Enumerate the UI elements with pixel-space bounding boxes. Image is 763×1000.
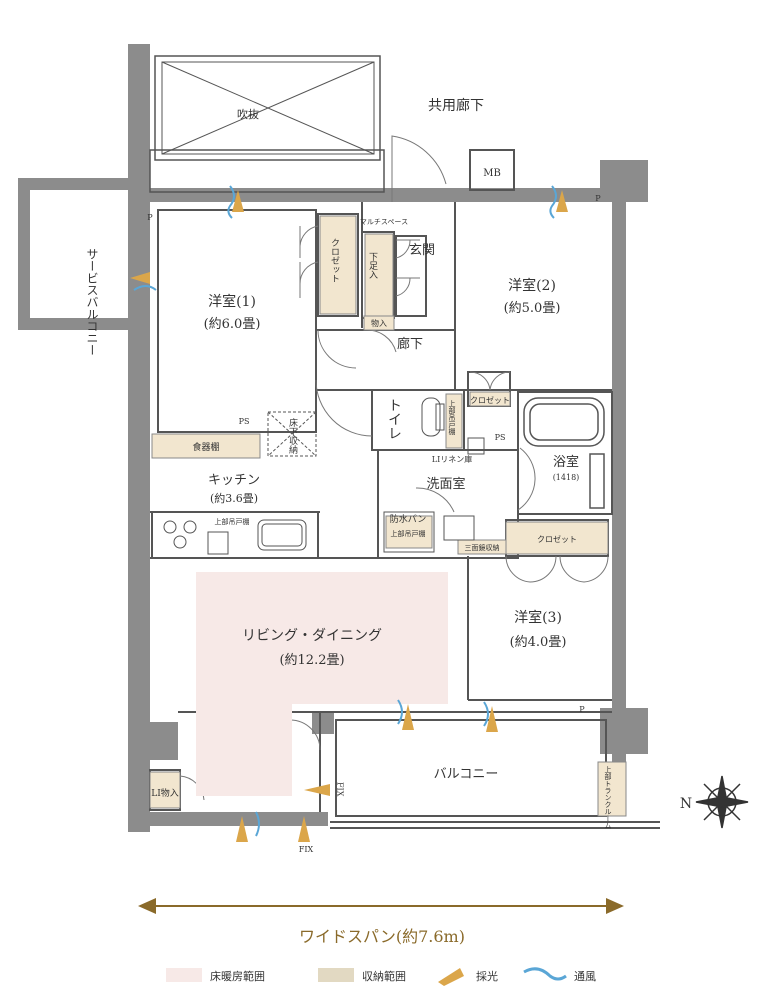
western2-size: (約5.0畳) xyxy=(504,301,561,316)
service-balcony-label: サービスバルコニー xyxy=(85,248,99,356)
western1-size: (約6.0畳) xyxy=(204,317,261,332)
shared-corridor-label: 共用廊下 xyxy=(428,97,484,114)
dish-shelf-label: 食器棚 xyxy=(192,441,219,453)
wind-arrows xyxy=(133,185,557,837)
washbasin xyxy=(383,511,475,553)
living-size: (約12.2畳) xyxy=(279,653,344,668)
kitchen-name: キッチン xyxy=(208,473,260,488)
void-label: 吹抜 xyxy=(237,107,259,121)
fix1-label: FIX xyxy=(336,782,345,797)
upper-cabinet-toilet-label: 上部吊戸棚 xyxy=(448,399,456,436)
toilet-label: トイレ xyxy=(386,398,402,440)
kitchen-size: (約3.6畳) xyxy=(210,491,258,505)
storage-small-label: 物入 xyxy=(371,318,387,328)
western2-name: 洋室(2) xyxy=(508,277,556,294)
compass-label: N xyxy=(680,796,692,812)
bathtub xyxy=(523,397,605,509)
shoe-box-label: 下足入 xyxy=(367,252,378,279)
western1-name: 洋室(1) xyxy=(208,293,256,310)
p1-label: P xyxy=(147,213,153,222)
bath-name: 浴室 xyxy=(553,454,579,470)
pantry-box xyxy=(267,411,317,457)
kitchen-counter xyxy=(163,519,307,555)
legend: 床暖房範囲 収納範囲 採光 通風 xyxy=(210,969,596,983)
compass-icon xyxy=(695,775,749,829)
li-storage-label: LI物入 xyxy=(151,787,179,799)
bath-size: (1418) xyxy=(553,473,580,482)
balcony-label: バルコニー xyxy=(434,767,499,782)
legend-swatches xyxy=(166,967,567,986)
hallway-label: 廊下 xyxy=(397,336,423,352)
light-arrows xyxy=(130,190,568,842)
closet3-label: クロゼット xyxy=(537,534,577,544)
p2-label: P xyxy=(579,705,585,714)
legend-wind: 通風 xyxy=(574,970,596,983)
washroom-label: 洗面室 xyxy=(426,476,465,492)
western3-size: (約4.0畳) xyxy=(510,635,567,650)
closet1-label: クロゼット xyxy=(329,238,340,283)
three-mirror-label: 三面鏡収納 xyxy=(465,543,500,552)
pantry-label: 床下収納 xyxy=(287,417,298,455)
entrance-label: 玄関 xyxy=(409,243,435,258)
legend-floor-heating: 床暖房範囲 xyxy=(210,969,265,983)
room-labels: 吹抜 共用廊下 MB サービスバルコニー 洋室(1) (約6.0畳) 洋室(2)… xyxy=(85,97,692,854)
legend-light: 採光 xyxy=(476,969,498,983)
multi-space-label: マルチスペース xyxy=(360,218,408,226)
p3-label: P xyxy=(595,194,601,203)
trunk-room-label: 上部トランクルーム xyxy=(604,765,612,829)
upper-cabinet-wash-label: 上部吊戸棚 xyxy=(391,529,426,538)
storage-areas xyxy=(149,215,627,817)
wide-span-label: ワイドスパン(約7.6m) xyxy=(299,927,465,946)
toilet-fixtures xyxy=(421,397,485,455)
mb-label: MB xyxy=(483,168,501,179)
fix2-label: FIX xyxy=(299,845,314,854)
legend-storage: 収納範囲 xyxy=(362,969,406,983)
void-area xyxy=(149,55,385,193)
floor-heating-area xyxy=(196,572,448,796)
waterproof-pan-label: 防水パン xyxy=(390,513,426,525)
walls xyxy=(18,44,648,832)
li-linen-label: LIリネン庫 xyxy=(432,454,472,464)
ps1-label: PS xyxy=(239,417,250,426)
western3-name: 洋室(3) xyxy=(514,609,562,626)
upper-cabinet-kitchen-label: 上部吊戸棚 xyxy=(215,517,250,526)
living-name: リビング・ダイニング xyxy=(242,628,382,644)
door-swings xyxy=(179,135,609,801)
ps2-label: PS xyxy=(495,433,506,442)
wide-span-arrow xyxy=(138,898,624,914)
closet2-label: クロゼット xyxy=(470,395,510,405)
